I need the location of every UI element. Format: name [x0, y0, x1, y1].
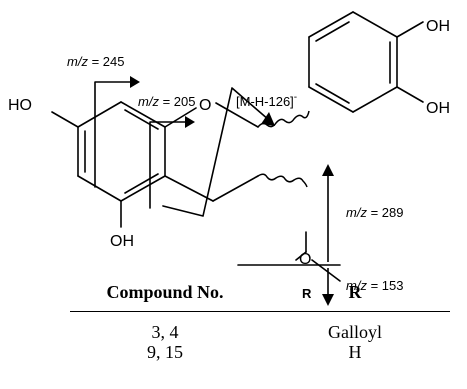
- arrow-245: [130, 76, 140, 88]
- fragment-245-bracket: [94, 81, 131, 188]
- c-ring: [164, 102, 259, 202]
- oh-label-right: OH: [426, 100, 450, 117]
- header-compound-no: Compound No.: [106, 282, 224, 302]
- arrow-289: [322, 164, 334, 176]
- cell-compound-no: 9, 15: [147, 342, 183, 362]
- ho-label-left: HO: [8, 97, 32, 114]
- oh-label-bottom: OH: [110, 233, 134, 250]
- arrow-205: [185, 116, 195, 128]
- mz-205-label: m/z = 205: [138, 94, 195, 109]
- arrow-126: [261, 112, 275, 126]
- header-r: R: [348, 282, 362, 302]
- cell-r: H: [348, 342, 362, 362]
- mz-289-label: m/z = 289: [346, 205, 403, 220]
- loss-126-bracket: [162, 87, 270, 217]
- a-ring: [77, 101, 166, 202]
- mz-245-label: m/z = 245: [67, 54, 124, 69]
- cell-compound-no: 3, 4: [151, 322, 179, 342]
- table-row: 3, 4 Galloyl: [70, 312, 450, 343]
- cell-r: Galloyl: [328, 322, 382, 342]
- r-group-label: R: [302, 286, 312, 301]
- fragment-205-bracket: [149, 121, 186, 209]
- oh-label-top-right: OH: [426, 18, 450, 35]
- loss-126-label: [M-H-126]-: [236, 92, 297, 109]
- table-row: 9, 15 H: [70, 342, 450, 362]
- compound-table: Compound No. R 3, 4 Galloyl 9, 15 H: [70, 282, 450, 362]
- ester-oxygen-label: O: [299, 251, 311, 268]
- mz-153-label: m/z = 153: [346, 278, 403, 293]
- wavy-bond-b-ring: [257, 110, 310, 128]
- wavy-bond-ester: [257, 173, 308, 188]
- table-header-row: Compound No. R: [70, 282, 450, 312]
- ring-oxygen-label: O: [199, 97, 211, 114]
- arrow-153: [322, 294, 334, 306]
- b-ring: [308, 11, 424, 113]
